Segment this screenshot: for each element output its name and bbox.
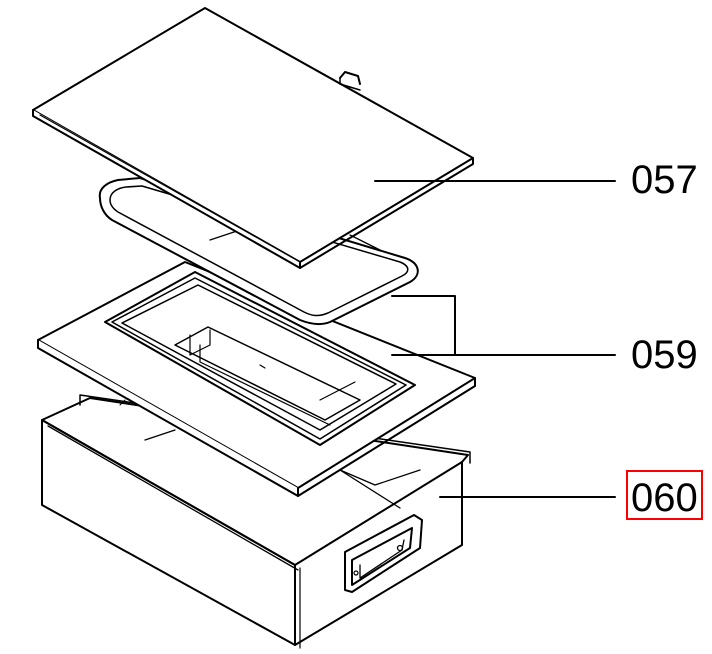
lid-part[interactable]: [32, 7, 474, 269]
leader-lines: [374, 180, 616, 498]
leader-059-bracket: [391, 295, 456, 356]
part-number-059[interactable]: 059: [631, 333, 698, 377]
frame-plate-part[interactable]: [37, 261, 476, 497]
part-number-057[interactable]: 057: [631, 158, 698, 202]
part-060-highlight-box[interactable]: [626, 470, 703, 520]
drawer-box-part[interactable]: [41, 394, 471, 649]
part-number-060[interactable]: 060: [631, 476, 698, 520]
gasket-part[interactable]: [98, 177, 419, 326]
